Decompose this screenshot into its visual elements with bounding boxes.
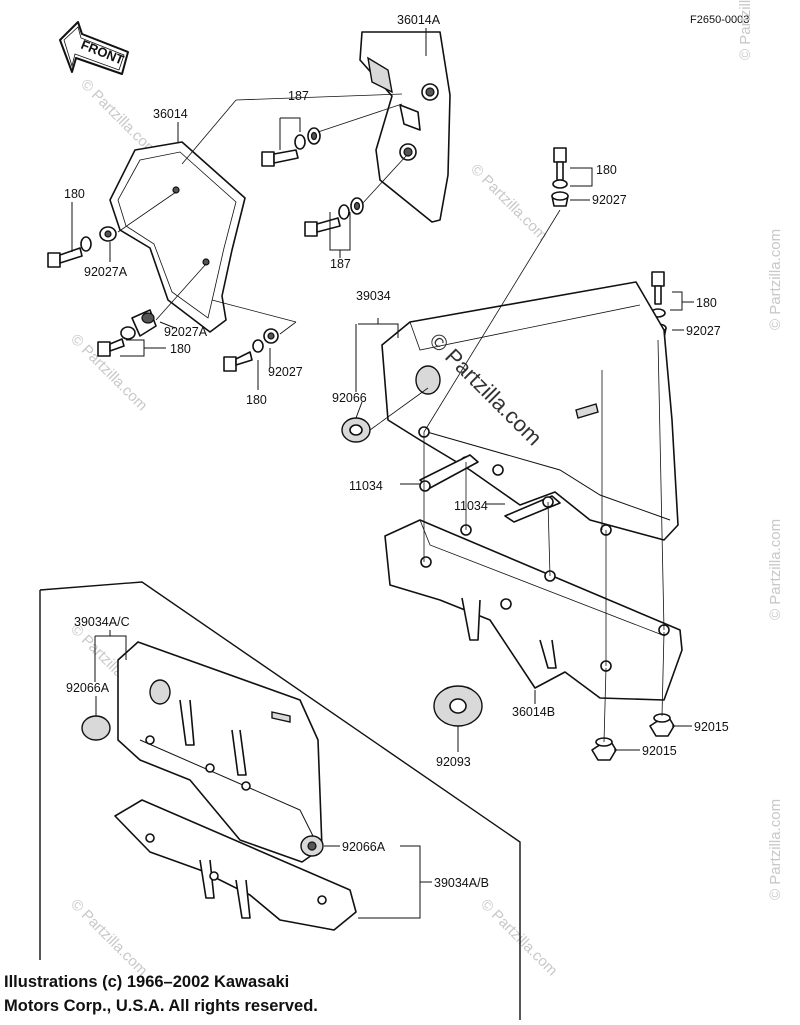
- callout-92015-b: 92015: [642, 744, 677, 758]
- callout-92066a-left: 92066A: [66, 681, 110, 695]
- bracket-11034-a: [419, 454, 479, 492]
- bracket-11034-b: [504, 495, 561, 523]
- callout-180-right-mid: 180: [696, 296, 717, 310]
- callout-36014: 36014: [153, 107, 188, 121]
- bolt-180-left: [47, 236, 92, 268]
- grommet-92093: [433, 685, 483, 727]
- diagram-code: F2650-0003: [690, 14, 750, 26]
- bracket-36014a: [359, 31, 451, 223]
- front-arrow-icon: FRONT: [59, 21, 129, 75]
- callout-180-bottom: 180: [246, 393, 267, 407]
- watermark-text: © Partzilla.com: [767, 229, 784, 330]
- grommet-92027a-low: [131, 309, 157, 337]
- callout-187-top: 187: [288, 89, 309, 103]
- bolt-187-top: [261, 127, 321, 167]
- callout-92027a-left: 92027A: [84, 265, 128, 279]
- callout-11034-b: 11034: [454, 499, 488, 513]
- copyright-notice: Illustrations (c) 1966–2002 Kawasaki Mot…: [4, 970, 424, 1018]
- watermark-text: © Partzilla.com: [737, 0, 754, 60]
- callout-11034-a: 11034: [349, 479, 383, 493]
- callout-187-mid: 187: [330, 257, 351, 271]
- grommet-92066a-left: [81, 715, 111, 741]
- watermark-text: © Partzilla.com: [77, 76, 160, 159]
- nut-92027a-left: [99, 226, 117, 242]
- callout-92066: 92066: [332, 391, 367, 405]
- callout-180-right-top: 180: [596, 163, 617, 177]
- bolt-180-bottom: [223, 328, 279, 372]
- callout-92015-a: 92015: [694, 720, 729, 734]
- callout-92027a-low: 92027A: [164, 325, 208, 339]
- watermark-text: © Partzilla.com: [67, 896, 150, 979]
- chain-case-lower-36014b: [384, 519, 683, 701]
- cover-36014: [109, 141, 246, 333]
- copyright-line-2: Motors Corp., U.S.A. All rights reserved…: [4, 997, 318, 1015]
- callout-labels: 36014A 36014 187 187 180 92027A 92027A 1…: [64, 13, 729, 890]
- callout-92093: 92093: [436, 755, 471, 769]
- grommet-92066a-right: [300, 835, 324, 857]
- callout-92027-right-top: 92027: [592, 193, 627, 207]
- assembly-lines: [117, 93, 665, 743]
- bolt-180-lowleft: [97, 326, 136, 357]
- leader-lines: [71, 28, 694, 919]
- callout-39034ac: 39034A/C: [74, 615, 130, 629]
- callout-180-left: 180: [64, 187, 85, 201]
- chain-case-upper-39034: [381, 281, 679, 541]
- callout-92066a-right: 92066A: [342, 840, 386, 854]
- chain-case-39034ac: [117, 641, 323, 863]
- watermark-text: © Partzilla.com: [467, 161, 550, 244]
- callout-39034ab: 39034A/B: [434, 876, 489, 890]
- copyright-line-1: Illustrations (c) 1966–2002 Kawasaki: [4, 973, 290, 991]
- callout-39034: 39034: [356, 289, 391, 303]
- watermark-text: © Partzilla.com: [767, 519, 784, 620]
- callout-92027-lowmid: 92027: [268, 365, 303, 379]
- grommet-92066: [341, 417, 371, 443]
- bolt-180-right-top: [551, 147, 569, 207]
- callout-36014a: 36014A: [397, 13, 441, 27]
- callout-180-lowleft: 180: [170, 342, 191, 356]
- watermark-text: © Partzilla.com: [477, 896, 560, 979]
- nut-92015-a: [649, 713, 675, 737]
- watermark-text: © Partzilla.com: [767, 799, 784, 900]
- callout-36014b: 36014B: [512, 705, 555, 719]
- bolt-187-mid: [304, 197, 364, 237]
- inset-variant-box: [39, 581, 521, 1020]
- callout-92027-right-mid: 92027: [686, 324, 721, 338]
- chain-case-39034ab: [114, 799, 357, 931]
